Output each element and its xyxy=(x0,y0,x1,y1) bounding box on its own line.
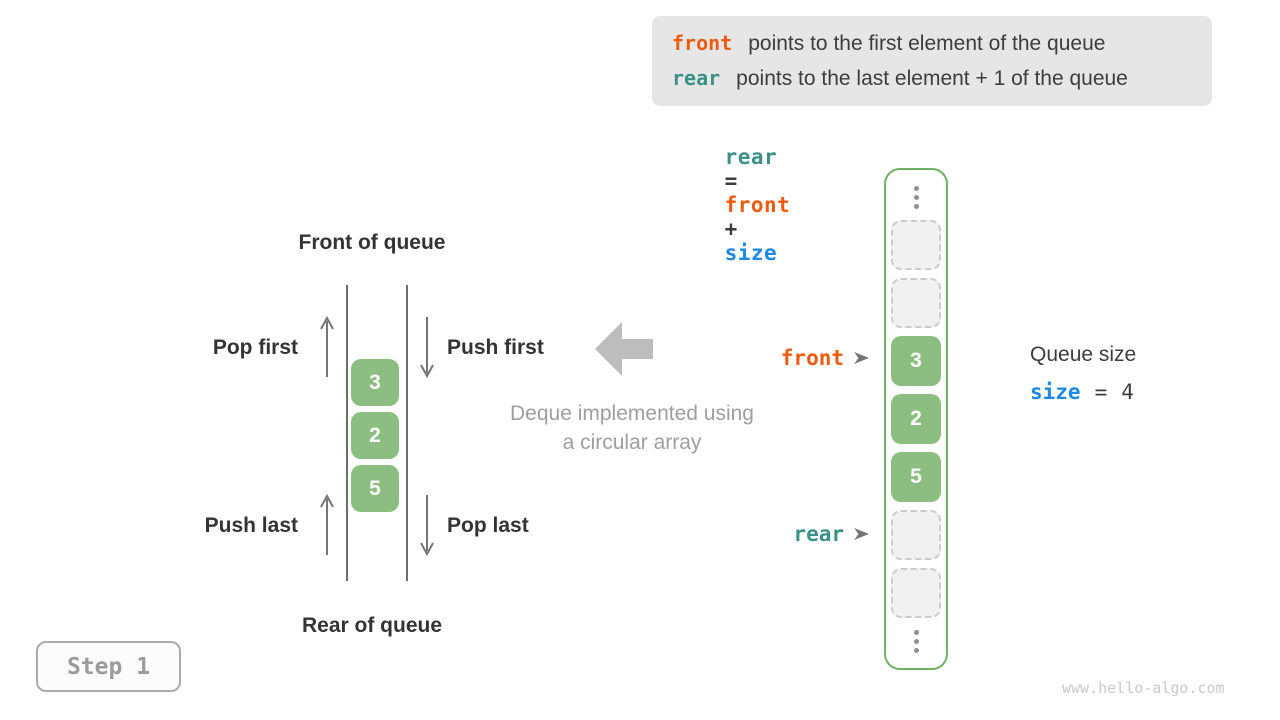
pop-last-label: Pop last xyxy=(447,514,529,537)
caption-line-1: Deque implemented using xyxy=(510,402,754,425)
rear-of-queue-label: Rear of queue xyxy=(301,614,443,637)
deque-element: 2 xyxy=(351,412,399,459)
formula-front: front xyxy=(724,193,791,217)
center-caption: Deque implemented using a circular array xyxy=(472,399,792,457)
formula-plus: + xyxy=(724,217,738,241)
pop-first-label: Pop first xyxy=(212,336,298,359)
front-of-queue-label: Front of queue xyxy=(298,231,446,254)
rear-pointer-label: rear xyxy=(793,522,844,546)
array-cell-value: 3 xyxy=(891,336,941,386)
size-value: 4 xyxy=(1121,380,1134,404)
pointer-arrowhead-icon xyxy=(854,528,869,540)
array-cell-value: 5 xyxy=(891,452,941,502)
up-arrow-icon xyxy=(320,493,334,555)
rear-definition-text: points to the last element + 1 of the qu… xyxy=(736,67,1128,90)
front-keyword: front xyxy=(672,31,733,55)
queue-size-value-row: size = 4 xyxy=(1030,380,1134,404)
size-keyword: size xyxy=(1030,380,1081,404)
up-arrow-icon xyxy=(320,315,334,377)
formula-equals: = xyxy=(724,169,738,193)
deque-element: 5 xyxy=(351,465,399,512)
rear-formula: rear = front + size xyxy=(672,121,794,289)
array-cell-value: 2 xyxy=(891,394,941,444)
formula-rear: rear xyxy=(724,145,778,169)
caption-line-2: a circular array xyxy=(562,431,702,454)
rear-pointer: rear xyxy=(738,520,870,548)
down-arrow-icon xyxy=(420,317,434,379)
size-equals: = xyxy=(1094,380,1108,404)
queue-size-title: Queue size xyxy=(1030,343,1137,366)
ellipsis-icon xyxy=(913,626,919,656)
array-cell-empty xyxy=(891,568,941,618)
push-first-label: Push first xyxy=(447,336,544,359)
pointer-definitions-box: front points to the first element of the… xyxy=(652,16,1212,106)
front-definition-text: points to the first element of the queue xyxy=(748,32,1106,55)
step-badge: Step 1 xyxy=(36,641,181,692)
push-last-label: Push last xyxy=(204,514,298,537)
deque-element: 3 xyxy=(351,359,399,406)
front-pointer: front xyxy=(738,344,870,372)
rear-keyword: rear xyxy=(672,66,721,90)
array-cell-empty xyxy=(891,510,941,560)
front-definition-row: front points to the first element of the… xyxy=(672,26,1192,61)
front-pointer-label: front xyxy=(780,346,844,370)
rear-definition-row: rear points to the last element + 1 of t… xyxy=(672,61,1192,96)
left-arrow-icon xyxy=(595,322,653,376)
watermark: www.hello-algo.com xyxy=(1062,679,1225,697)
circular-array: 3 2 5 xyxy=(884,168,948,670)
array-cell-empty xyxy=(891,220,941,270)
deque-channel-left-wall xyxy=(346,285,348,581)
array-cell-empty xyxy=(891,278,941,328)
down-arrow-icon xyxy=(420,495,434,557)
pointer-arrowhead-icon xyxy=(854,352,869,364)
formula-size: size xyxy=(724,241,778,265)
deque-channel-right-wall xyxy=(406,285,408,581)
ellipsis-icon xyxy=(913,182,919,212)
